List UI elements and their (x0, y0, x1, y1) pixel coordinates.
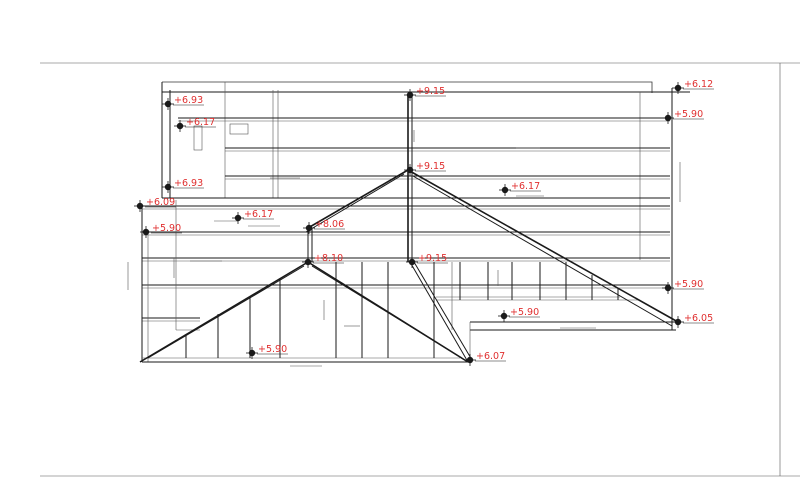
elevation-label: +6.17 (244, 209, 273, 220)
elevation-marker: +5.90 (498, 307, 540, 322)
elevation-label: +6.07 (476, 351, 505, 362)
elevation-marker: +6.05 (672, 313, 714, 328)
elevation-label: +5.90 (510, 307, 539, 318)
roof-outline (141, 81, 690, 363)
elevation-marker: +5.90 (662, 279, 704, 294)
jack-rafters (185, 262, 619, 358)
elevation-marker: +6.07 (464, 351, 506, 366)
elevation-label: +5.90 (674, 109, 703, 120)
elevation-label: +6.93 (174, 95, 203, 106)
small-annotations (127, 123, 681, 367)
elevation-point-icon (501, 186, 509, 194)
elevation-label: +5.90 (152, 223, 181, 234)
elevation-point-icon (674, 318, 682, 326)
elevation-marker: +6.12 (672, 79, 714, 94)
elevation-marker: +8.06 (303, 219, 345, 234)
elevation-label: +6.09 (146, 197, 175, 208)
elevation-label: +6.05 (684, 313, 713, 324)
elevation-marker: +9.15 (406, 253, 448, 268)
elevation-point-icon (176, 122, 184, 130)
elevation-marker: +9.15 (404, 86, 446, 101)
elevation-marker: +5.90 (140, 223, 182, 238)
elevation-point-icon (500, 312, 508, 320)
elevation-point-icon (466, 356, 474, 364)
elevation-label: +8.10 (314, 253, 343, 264)
elevation-marker: +6.17 (499, 181, 541, 196)
elevation-point-icon (406, 166, 414, 174)
elevation-label: +6.93 (174, 178, 203, 189)
elevation-point-icon (664, 284, 672, 292)
elevation-label: +6.17 (186, 117, 215, 128)
elevation-markers: +6.93 +9.15 +6.12 +6.17 +5.90 +9.15 +6.17 +6.93… (134, 79, 714, 366)
elevation-marker: +8.10 (302, 253, 344, 268)
elevation-point-icon (164, 100, 172, 108)
elevation-label: +8.06 (315, 219, 344, 230)
elevation-label: +9.15 (418, 253, 447, 264)
elevation-label: +6.17 (511, 181, 540, 192)
elevation-point-icon (164, 183, 172, 191)
elevation-point-icon (674, 84, 682, 92)
elevation-point-icon (408, 258, 416, 266)
elevation-marker: +6.09 (134, 197, 176, 212)
elevation-label: +6.12 (684, 79, 713, 90)
elevation-marker: +6.93 (162, 178, 204, 193)
elevation-marker: +6.17 (174, 117, 216, 132)
elevation-label: +5.90 (674, 279, 703, 290)
elevation-marker: +5.90 (246, 344, 288, 359)
elevation-marker: +5.90 (662, 109, 704, 124)
elevation-point-icon (234, 214, 242, 222)
elevation-marker: +6.93 (162, 95, 204, 110)
elevation-point-icon (142, 228, 150, 236)
elevation-label: +9.15 (416, 161, 445, 172)
elevation-point-icon (248, 349, 256, 357)
elevation-point-icon (136, 202, 144, 210)
elevation-point-icon (406, 91, 414, 99)
elevation-label: +9.15 (416, 86, 445, 97)
elevation-marker: +6.17 (232, 209, 274, 224)
elevation-point-icon (305, 224, 313, 232)
elevation-point-icon (664, 114, 672, 122)
elevation-point-icon (304, 258, 312, 266)
elevation-label: +5.90 (258, 344, 287, 355)
elevation-marker: +9.15 (404, 161, 446, 176)
